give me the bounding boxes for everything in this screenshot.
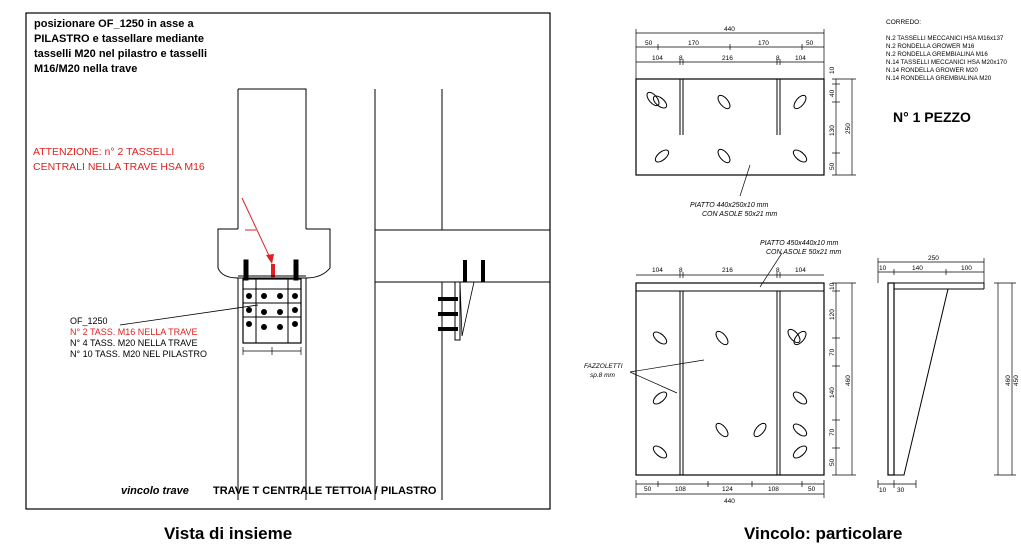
side-beam [375,229,550,283]
side-dims [877,258,1016,488]
left-panel-frame [25,12,551,510]
dim-top-row2-2: 8 [679,55,683,62]
pieces-count: N° 1 PEZZO [893,109,971,125]
dim-p1-side-3: 130 [829,125,836,136]
legend-line-2: N° 4 TASS. M20 NELLA TRAVE [70,338,198,348]
dim-p2-bottom-3: 124 [722,486,733,493]
plate-1-slots [646,91,808,164]
instruction-line-4: M16/M20 nella trave [34,63,137,75]
plate-2-dims [635,272,856,498]
dim-top-row1-3: 170 [758,40,769,47]
dim-side-bottom-2: 30 [897,487,905,494]
plate-1-label-1: PIATTO 440x250x10 mm [690,202,768,209]
dim-p1-side-total: 250 [845,123,852,134]
right-caption: Vincolo: particolare [744,524,903,543]
dim-p1-side-4: 50 [829,162,836,170]
anchor-plate [242,278,302,344]
corredo-line-4: N.14 TASSELLI MECCANICI HSA M20x170 [886,59,1007,66]
dim-top-total: 440 [724,26,735,33]
dim-top-row1-1: 50 [645,40,653,47]
beam-bolts [238,259,306,281]
dim-p2-side-2: 120 [829,309,836,320]
dim-side-top-2: 140 [912,265,923,272]
dim-p2-side-total: 460 [845,375,852,386]
dim-side-height-2: 450 [1013,375,1020,386]
legend-line-3: N° 10 TASS. M20 NEL PILASTRO [70,349,207,359]
gusset-label-2: sp.8 mm [590,372,616,379]
dim-p2-bottom-2: 108 [675,486,686,493]
dim-p2-top-3: 216 [722,267,733,274]
plate-1-dims [635,29,856,176]
left-caption: Vista di insieme [164,524,293,543]
side-bolts [438,260,485,331]
warning-line-1: ATTENZIONE: n° 2 TASSELLI [33,146,174,158]
warning-line-2: CENTRALI NELLA TRAVE HSA M16 [33,161,205,173]
dim-p2-top-2: 8 [679,267,683,274]
dim-p2-top-1: 104 [652,267,663,274]
plate-2-label-1: PIATTO 450x440x10 mm [760,240,838,247]
legend-title: OF_1250 [70,316,108,326]
dim-top-row1-4: 50 [806,40,814,47]
plate-2 [635,282,825,476]
side-dim-labels: 250 10 140 100 460 450 10 30 [879,255,1020,494]
plate-1-dim-labels: 440 50 170 170 50 104 8 216 8 104 10 40 … [645,26,852,170]
dim-side-height-1: 460 [1005,375,1012,386]
dim-p2-bottom-1: 50 [644,486,652,493]
corredo-line-5: N.14 RONDELLA GROWER M20 [886,67,978,74]
dim-side-top-1: 10 [879,265,887,272]
dim-p2-side-6: 50 [829,458,836,466]
dim-p2-bottom-5: 50 [808,486,816,493]
corredo-line-2: N.2 RONDELLA GROWER M16 [886,43,975,50]
plate-bolts [246,293,298,330]
side-profile [887,282,895,476]
corredo-line-6: N.14 RONDELLA GREMBIALINA M20 [886,75,992,82]
plate-1 [635,78,825,176]
warning-arrow [241,197,273,263]
dim-p2-side-5: 70 [829,428,836,436]
dim-top-row2-4: 8 [776,55,780,62]
dim-p1-side-2: 40 [829,89,836,97]
dim-p1-side-1: 10 [829,66,836,74]
footer-main: TRAVE T CENTRALE TETTOIA / PILASTRO [213,485,437,497]
corredo-line-3: N.2 RONDELLA GREMBIALINA M16 [886,51,988,58]
dim-side-top-3: 100 [961,265,972,272]
dim-top-row1-2: 170 [688,40,699,47]
legend-leader [119,304,259,326]
plate-2-slots [652,328,808,459]
gusset-label-1: FAZZOLETTI [584,363,623,370]
dim-side-bottom-1: 10 [879,487,887,494]
plate-1-label-2: CON ASOLE 50x21 mm [702,211,777,218]
instruction-line-3: tasselli M20 nel pilastro e tasselli [34,48,207,60]
dim-p2-side-4: 140 [829,387,836,398]
dim-p2-top-5: 104 [795,267,806,274]
legend-line-1: N° 2 TASS. M16 NELLA TRAVE [70,327,198,337]
plate-2-label-2: CON ASOLE 50x21 mm [766,249,841,256]
dim-p2-side-1: 10 [829,282,836,290]
footer-prefix: vincolo trave [121,485,189,497]
instruction-line-1: posizionare OF_1250 in asse a [34,18,194,30]
dim-p2-top-4: 8 [776,267,780,274]
dim-p2-bottom-total: 440 [724,498,735,505]
dim-p2-side-3: 70 [829,348,836,356]
corredo-line-1: N.2 TASSELLI MECCANICI HSA M16x137 [886,35,1004,42]
dim-top-row2-1: 104 [652,55,663,62]
dim-top-row2-3: 216 [722,55,733,62]
corredo-title: CORREDO: [886,19,921,26]
plate-2-dim-labels: 104 8 216 8 104 10 120 70 140 70 50 460 … [644,267,852,505]
dim-side-top-total: 250 [928,255,939,262]
side-column [374,89,443,500]
dim-p2-bottom-4: 108 [768,486,779,493]
dim-top-row2-5: 104 [795,55,806,62]
column-outline [238,88,307,229]
instruction-line-2: PILASTRO e tassellare mediante [34,33,204,45]
